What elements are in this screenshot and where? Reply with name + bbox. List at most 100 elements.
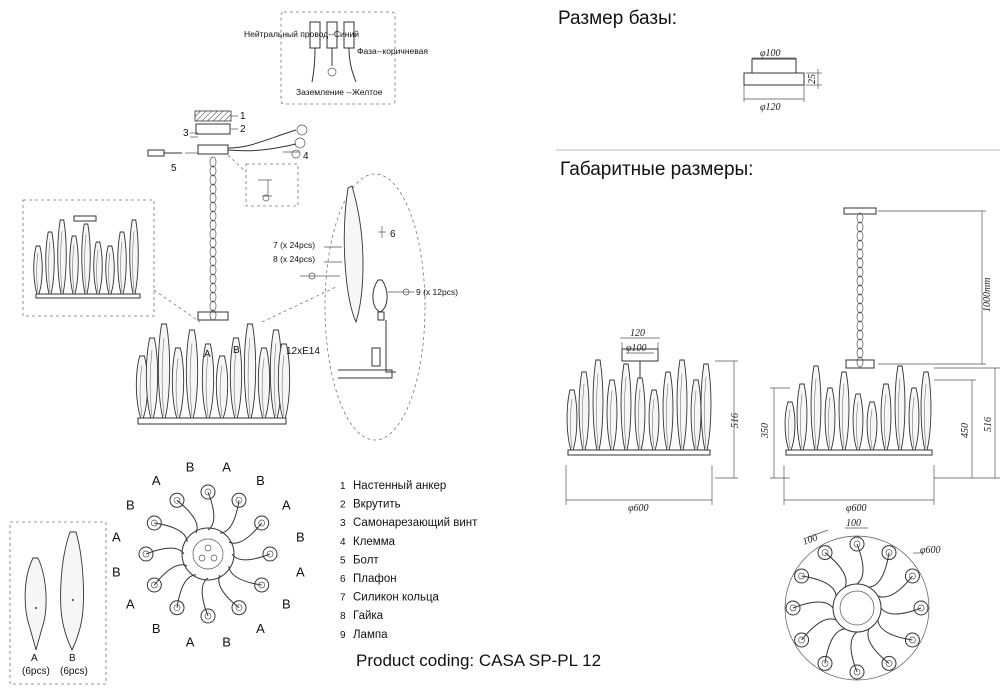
- legend-text-9: Лампа: [353, 629, 388, 641]
- main-shade-6-inner: [219, 365, 223, 417]
- chain-right-link-1: [856, 221, 864, 233]
- sv1-shade-5-inner: [638, 388, 641, 449]
- sv1-shade-2-inner: [596, 373, 599, 449]
- detail-shade-5: [93, 241, 103, 295]
- top-left-bulb-2: [258, 519, 266, 527]
- legend-num-6: 6: [340, 574, 346, 585]
- ring-label-5: A: [296, 564, 305, 579]
- top-left-arm-10: [154, 522, 188, 543]
- top-left-bulb-10: [150, 519, 158, 527]
- sv2-shade-5: [852, 393, 864, 451]
- top-left-bulb-4: [258, 581, 266, 589]
- top-left-cup-4: [254, 577, 270, 593]
- top-left-cup-2: [254, 515, 270, 531]
- product-coding: Product coding: CASA SP-PL 12: [356, 651, 601, 670]
- top-right-arm-0: [856, 543, 864, 585]
- top-right-arm-3: [880, 607, 922, 615]
- callout-7: 7 (x 24pcs): [273, 240, 315, 250]
- main-shade-8-inner: [247, 338, 251, 417]
- legend-num-1: 1: [340, 481, 346, 492]
- main-shade-9-inner: [261, 358, 265, 417]
- shade-detail-oval: [300, 173, 426, 441]
- overall-size-title: Габаритные размеры:: [560, 159, 753, 180]
- callout-2: 2: [240, 124, 246, 135]
- sv2-shade-2: [810, 365, 822, 451]
- sv1-shade-10-inner: [704, 376, 707, 449]
- chain-right-link-7: [856, 275, 864, 287]
- sv1-shade-0-inner: [570, 398, 573, 449]
- legend-text-6: Плафон: [353, 573, 397, 585]
- canopy-assembly: [147, 110, 308, 321]
- top-left-bulb-6: [204, 612, 212, 620]
- top-right-cup-8: [794, 632, 810, 648]
- detail-shade-5-inner: [96, 249, 99, 293]
- part-b-count: (6pcs): [60, 666, 88, 677]
- chain-right-link-2: [856, 230, 864, 242]
- detail-shade-7: [117, 231, 127, 295]
- top-right-arm-11: [824, 552, 847, 588]
- detail-shade-2-inner: [60, 231, 63, 293]
- sv2-shade-1-inner: [800, 393, 803, 449]
- sv2-shade-10: [920, 371, 932, 451]
- chain-right-link-4: [856, 248, 864, 260]
- sv2-shade-7: [880, 383, 892, 451]
- top-right-bulb-4: [909, 636, 916, 644]
- sv1-shade-5: [634, 377, 646, 451]
- top-right-cup-2: [904, 568, 920, 584]
- legend-num-2: 2: [340, 500, 346, 511]
- chain-right-link-16: [856, 356, 864, 368]
- sv2-shade-10-inner: [924, 383, 927, 449]
- ring-label-0: B: [186, 459, 195, 474]
- chain-left-link-8: [209, 228, 217, 240]
- sv1-shade-3-inner: [610, 390, 613, 449]
- ring-label-11: A: [126, 597, 135, 612]
- detail-shade-7-inner: [120, 241, 123, 293]
- main-shade-10-inner: [273, 343, 277, 417]
- chain-left-link-2: [209, 174, 217, 186]
- detail-shade-8-inner: [132, 231, 135, 293]
- top-left-bulb-7: [173, 604, 181, 612]
- top-left-bulb-3: [266, 550, 274, 558]
- top-right-arm-10: [801, 575, 837, 597]
- ring-label-12: B: [112, 564, 121, 579]
- top-right-bulb-10: [798, 572, 805, 580]
- top-right-arm-4: [877, 619, 913, 641]
- top-left-arm-4: [228, 565, 262, 586]
- legend-text-8: Гайка: [353, 610, 384, 622]
- sv1-shade-9: [690, 379, 702, 451]
- top-left-cup-11: [169, 492, 185, 508]
- sv1-shade-8: [676, 359, 688, 451]
- sv2-shade-8-inner: [898, 378, 901, 449]
- top-right-bulb-3: [917, 604, 925, 612]
- detail-inset-left: [22, 199, 201, 323]
- sv1-shade-7-inner: [666, 383, 669, 449]
- sv2-shade-8: [894, 365, 906, 451]
- top-left-arm-3: [231, 553, 271, 561]
- detail-shade-1-inner: [48, 241, 51, 293]
- top-right-arm-1: [868, 552, 890, 588]
- chain-left-link-10: [209, 246, 217, 258]
- ring-label-15: A: [152, 473, 161, 488]
- callout-9: 9 (x 12pcs): [416, 287, 458, 297]
- top-left-cup-3: [262, 546, 278, 562]
- top-right-bulb-11: [821, 549, 829, 556]
- callout-4: 4: [303, 151, 309, 162]
- chain-left-link-16: [209, 300, 217, 312]
- chain-left-link-7: [209, 219, 217, 231]
- top-right-outline: [784, 535, 930, 681]
- sv2-shade-3: [824, 387, 836, 451]
- sv1-shade-1: [578, 371, 590, 451]
- detail-shade-4-inner: [84, 234, 87, 293]
- base-height: 25: [807, 74, 818, 84]
- sv1-shade-9-inner: [694, 390, 697, 449]
- chain-right-link-9: [856, 293, 864, 305]
- top-right-cup-3: [913, 600, 929, 616]
- chain-right-link-5: [856, 257, 864, 269]
- main-shade-5-inner: [205, 355, 209, 417]
- callout-6: 6: [390, 229, 396, 240]
- top-left-cup-6: [200, 608, 216, 624]
- legend-text-5: Болт: [353, 554, 379, 566]
- top-right-diameter: φ600: [920, 545, 941, 556]
- legend-text-3: Самонарезающий винт: [353, 517, 478, 529]
